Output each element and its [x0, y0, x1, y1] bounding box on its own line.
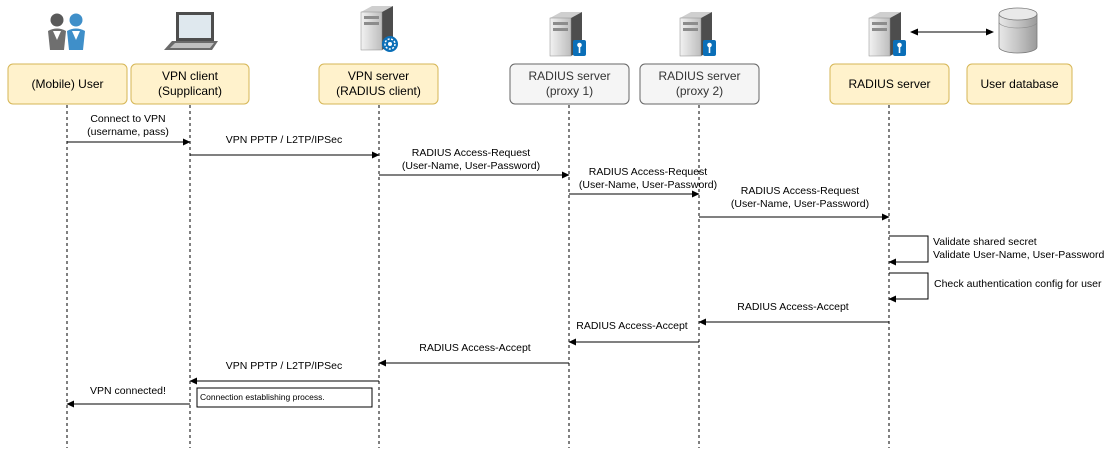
participant-sublabel: (Supplicant) — [158, 84, 222, 98]
message-sublabel: (username, pass) — [87, 126, 169, 138]
message-sublabel: (User-Name, User-Password) — [402, 160, 540, 172]
message-arrow — [888, 235, 929, 266]
message-access-accept-3: RADIUS Access-Accept — [378, 342, 569, 367]
message-access-accept-2: RADIUS Access-Accept — [568, 320, 699, 346]
message-label: RADIUS Access-Accept — [576, 320, 688, 332]
message-label: Connect to VPN — [90, 113, 165, 125]
participants: (Mobile) User VPN client (Supplicant) VP… — [7, 63, 1073, 105]
message-access-request-2: RADIUS Access-Request (User-Name, User-P… — [569, 166, 717, 198]
message-label: RADIUS Access-Request — [412, 147, 531, 159]
note-text: Connection establishing process. — [200, 392, 325, 402]
messages: Connect to VPN (username, pass) VPN PPTP… — [66, 113, 1105, 408]
message-check-config: Check authentication config for user — [888, 272, 1102, 303]
message-connect-to-vpn: Connect to VPN (username, pass) — [67, 113, 191, 146]
message-label: Validate shared secret — [933, 236, 1037, 248]
participant-label: RADIUS server — [658, 69, 740, 83]
participant-sublabel: (proxy 2) — [676, 84, 723, 98]
message-access-request-3: RADIUS Access-Request (User-Name, User-P… — [699, 185, 890, 221]
participant-label: RADIUS server — [848, 77, 930, 91]
message-sublabel: Validate User-Name, User-Password — [933, 249, 1105, 261]
server-gear-icon — [360, 6, 398, 52]
message-vpn-pptp-request: VPN PPTP / L2TP/IPSec — [190, 134, 380, 159]
participant-vpn-server: VPN server (RADIUS client) — [318, 63, 439, 105]
message-vpn-connected: VPN connected! — [66, 385, 190, 408]
laptop-icon — [164, 12, 218, 50]
message-validate: Validate shared secret Validate User-Nam… — [888, 235, 1105, 266]
message-label: Check authentication config for user — [934, 278, 1102, 290]
participant-label: (Mobile) User — [31, 77, 103, 91]
server-key-icon-radius-server — [868, 12, 906, 57]
users-icon — [48, 13, 85, 50]
participant-sublabel: (proxy 1) — [546, 84, 593, 98]
message-label: RADIUS Access-Accept — [419, 342, 531, 354]
message-label: RADIUS Access-Request — [741, 185, 860, 197]
participant-radius-proxy-2: RADIUS server (proxy 2) — [639, 63, 760, 105]
participant-radius-proxy-1: RADIUS server (proxy 1) — [509, 63, 630, 105]
message-label: RADIUS Access-Accept — [737, 301, 849, 313]
participant-radius-server: RADIUS server — [829, 63, 950, 105]
message-label: VPN PPTP / L2TP/IPSec — [226, 360, 343, 372]
message-sublabel: (User-Name, User-Password) — [579, 179, 717, 191]
participant-sublabel: (RADIUS client) — [336, 84, 421, 98]
participant-label: RADIUS server — [528, 69, 610, 83]
message-access-accept-1: RADIUS Access-Accept — [698, 301, 889, 326]
participant-user-database: User database — [966, 63, 1073, 105]
message-access-request-1: RADIUS Access-Request (User-Name, User-P… — [379, 147, 570, 179]
message-sublabel: (User-Name, User-Password) — [731, 198, 869, 210]
database-icon — [998, 7, 1038, 54]
server-key-icon-proxy-1 — [549, 12, 586, 57]
participant-label: User database — [980, 77, 1058, 91]
note-connection-process: Connection establishing process. — [196, 387, 373, 408]
participant-label: VPN server — [348, 69, 409, 83]
message-arrow — [888, 272, 929, 303]
participant-label: VPN client — [162, 69, 219, 83]
message-label: VPN PPTP / L2TP/IPSec — [226, 134, 343, 146]
message-label: VPN connected! — [90, 385, 166, 397]
participant-vpn-client: VPN client (Supplicant) — [130, 63, 250, 105]
server-database-link — [910, 28, 994, 36]
message-vpn-pptp-response: VPN PPTP / L2TP/IPSec — [189, 360, 379, 385]
message-label: RADIUS Access-Request — [589, 166, 708, 178]
participant-user: (Mobile) User — [7, 63, 128, 105]
server-key-icon-proxy-2 — [679, 12, 716, 57]
